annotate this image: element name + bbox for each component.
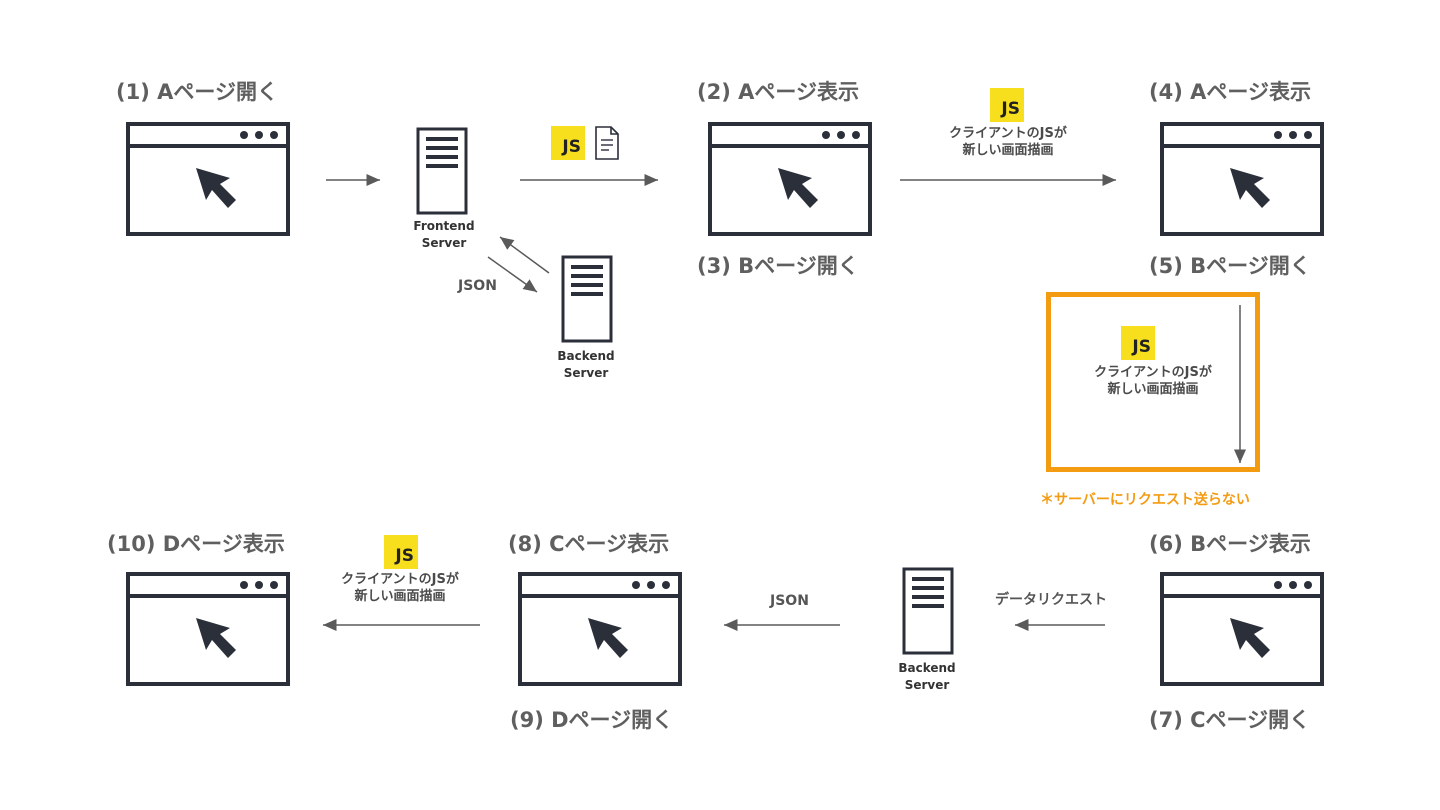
frontend-server-caption: Frontend Server (408, 218, 480, 252)
step-9-label: (9) Dページ開く (510, 708, 674, 732)
client-render-caption-bottom: クライアントのJSが 新しい画面描画 (310, 571, 490, 605)
browser-window-10 (126, 572, 290, 686)
arrow-frontend-to-backend (487, 256, 538, 293)
arrow-backend-to-frontend (499, 236, 550, 274)
backend-server-bottom-line1: Backend (898, 661, 956, 675)
step-1-label: (1) Aページ開く (116, 80, 278, 104)
js-badge-top-right: JS (990, 88, 1024, 122)
browser-window-2 (708, 122, 872, 236)
client-render-caption-highlight: クライアントのJSが 新しい画面描画 (1048, 364, 1258, 398)
browser-window-8 (518, 572, 682, 686)
data-request-label: データリクエスト (995, 592, 1107, 608)
step-7-label: (7) Cページ開く (1149, 708, 1311, 732)
step-2-label: (2) Aページ表示 (697, 80, 859, 104)
no-request-note: ＊サーバーにリクエスト送らない (1040, 492, 1250, 508)
step-8-label: (8) Cページ表示 (508, 532, 670, 556)
client-render-caption-top: クライアントのJSが 新しい画面描画 (918, 125, 1098, 159)
frontend-server-line2: Server (421, 236, 467, 250)
browser-window-1 (126, 122, 290, 236)
json-label-bottom: JSON (770, 593, 809, 609)
no-request-highlight-box (1046, 292, 1260, 472)
frontend-server-line1: Frontend (413, 219, 475, 233)
js-badge-frontend: JS (551, 126, 585, 160)
client-render-top-line2: 新しい画面描画 (962, 143, 1054, 158)
client-render-bottom-line1: クライアントのJSが (341, 572, 459, 587)
step-4-label: (4) Aページ表示 (1149, 80, 1311, 104)
client-render-top-line1: クライアントのJSが (949, 126, 1067, 141)
client-render-bottom-line2: 新しい画面描画 (354, 589, 446, 604)
json-label-top: JSON (458, 278, 497, 294)
browser-window-4 (1160, 122, 1324, 236)
backend-server-bottom-line2: Server (904, 678, 950, 692)
backend-server-top-line1: Backend (557, 349, 615, 363)
backend-server-top-line2: Server (563, 366, 609, 380)
backend-server-caption-bottom: Backend Server (891, 660, 963, 694)
backend-server-caption-top: Backend Server (550, 348, 622, 382)
step-10-label: (10) Dページ表示 (107, 532, 285, 556)
browser-window-6 (1160, 572, 1324, 686)
step-6-label: (6) Bページ表示 (1149, 532, 1311, 556)
step-5-label: (5) Bページ開く (1149, 254, 1311, 278)
client-render-highlight-line1: クライアントのJSが (1094, 365, 1212, 380)
js-badge-bottom-left: JS (384, 535, 418, 569)
step-3-label: (3) Bページ開く (697, 254, 859, 278)
client-render-highlight-line2: 新しい画面描画 (1107, 382, 1199, 397)
js-badge-highlight: JS (1121, 326, 1155, 360)
